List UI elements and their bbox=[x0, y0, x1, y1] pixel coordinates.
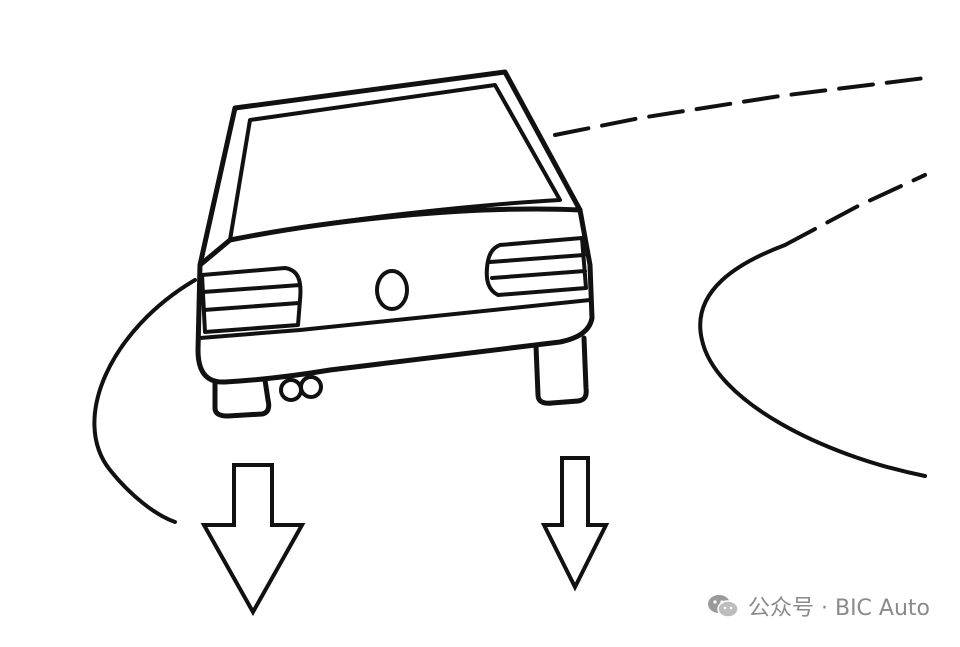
road-edge-inner-curve bbox=[698, 243, 927, 478]
left-rear-wheel bbox=[212, 377, 272, 419]
car-rear-view bbox=[195, 69, 595, 419]
rear-emblem bbox=[375, 269, 409, 311]
down-arrow-right bbox=[540, 456, 610, 592]
watermark-text: 公众号 · BIC Auto bbox=[748, 596, 930, 621]
road-edge-dashed-near bbox=[783, 173, 927, 247]
watermark: 公众号 · BIC Auto bbox=[706, 590, 930, 622]
car-body-outline bbox=[195, 206, 595, 385]
left-tail-light bbox=[200, 266, 303, 334]
right-tail-light bbox=[484, 236, 588, 297]
road-edge-dashed-far bbox=[553, 76, 927, 137]
exhaust-pipe-left bbox=[279, 378, 303, 402]
car-roof-outline bbox=[197, 69, 583, 268]
down-arrow-left bbox=[200, 463, 306, 617]
right-rear-wheel bbox=[533, 335, 589, 406]
road-edge-left bbox=[92, 278, 197, 524]
exhaust-pipe-right bbox=[299, 375, 323, 399]
car-bumper-line bbox=[198, 298, 592, 340]
wechat-icon bbox=[708, 595, 739, 618]
